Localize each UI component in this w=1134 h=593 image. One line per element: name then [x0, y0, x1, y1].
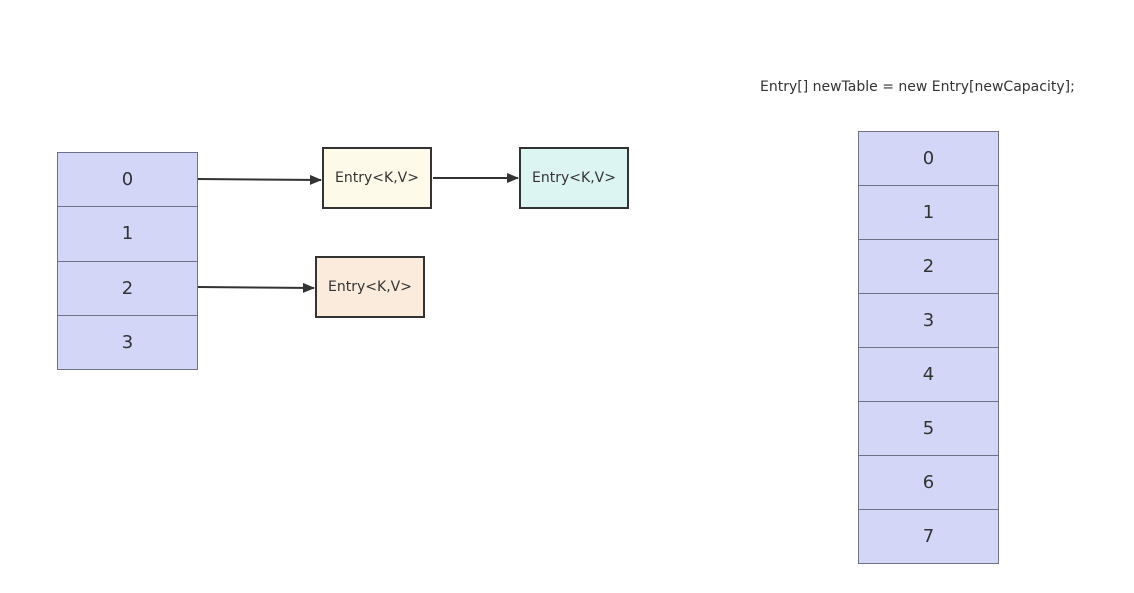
new-table-cell-5: 5 [859, 401, 998, 455]
old-table-cell-3: 3 [58, 314, 197, 369]
new-table-cell-7: 7 [859, 509, 998, 563]
new-table-cell-3: 3 [859, 293, 998, 347]
old-table-cell-1: 1 [58, 206, 197, 260]
old-table: 0 1 2 3 [57, 152, 198, 370]
new-table-cell-4: 4 [859, 347, 998, 401]
new-table-cell-0: 0 [922, 148, 935, 169]
old-table-cell-2: 2 [58, 260, 197, 315]
new-table-caption: Entry[] newTable = new Entry[newCapacity… [760, 79, 1075, 95]
new-table-cell-1: 1 [859, 185, 998, 239]
old-table-cell-0: 0 [121, 169, 134, 191]
entry-node-bucket0-first: Entry<K,V> [322, 147, 432, 209]
arrow-bucket0-to-entry [197, 174, 322, 185]
entry-node-bucket2: Entry<K,V> [315, 256, 425, 318]
entry-node-bucket0-second: Entry<K,V> [519, 147, 629, 209]
new-table-cell-2: 2 [859, 239, 998, 293]
new-table-cell-6: 6 [859, 455, 998, 509]
arrow-bucket2-to-entry [197, 282, 315, 293]
new-table: 0 1 2 3 4 5 6 7 [858, 131, 999, 564]
